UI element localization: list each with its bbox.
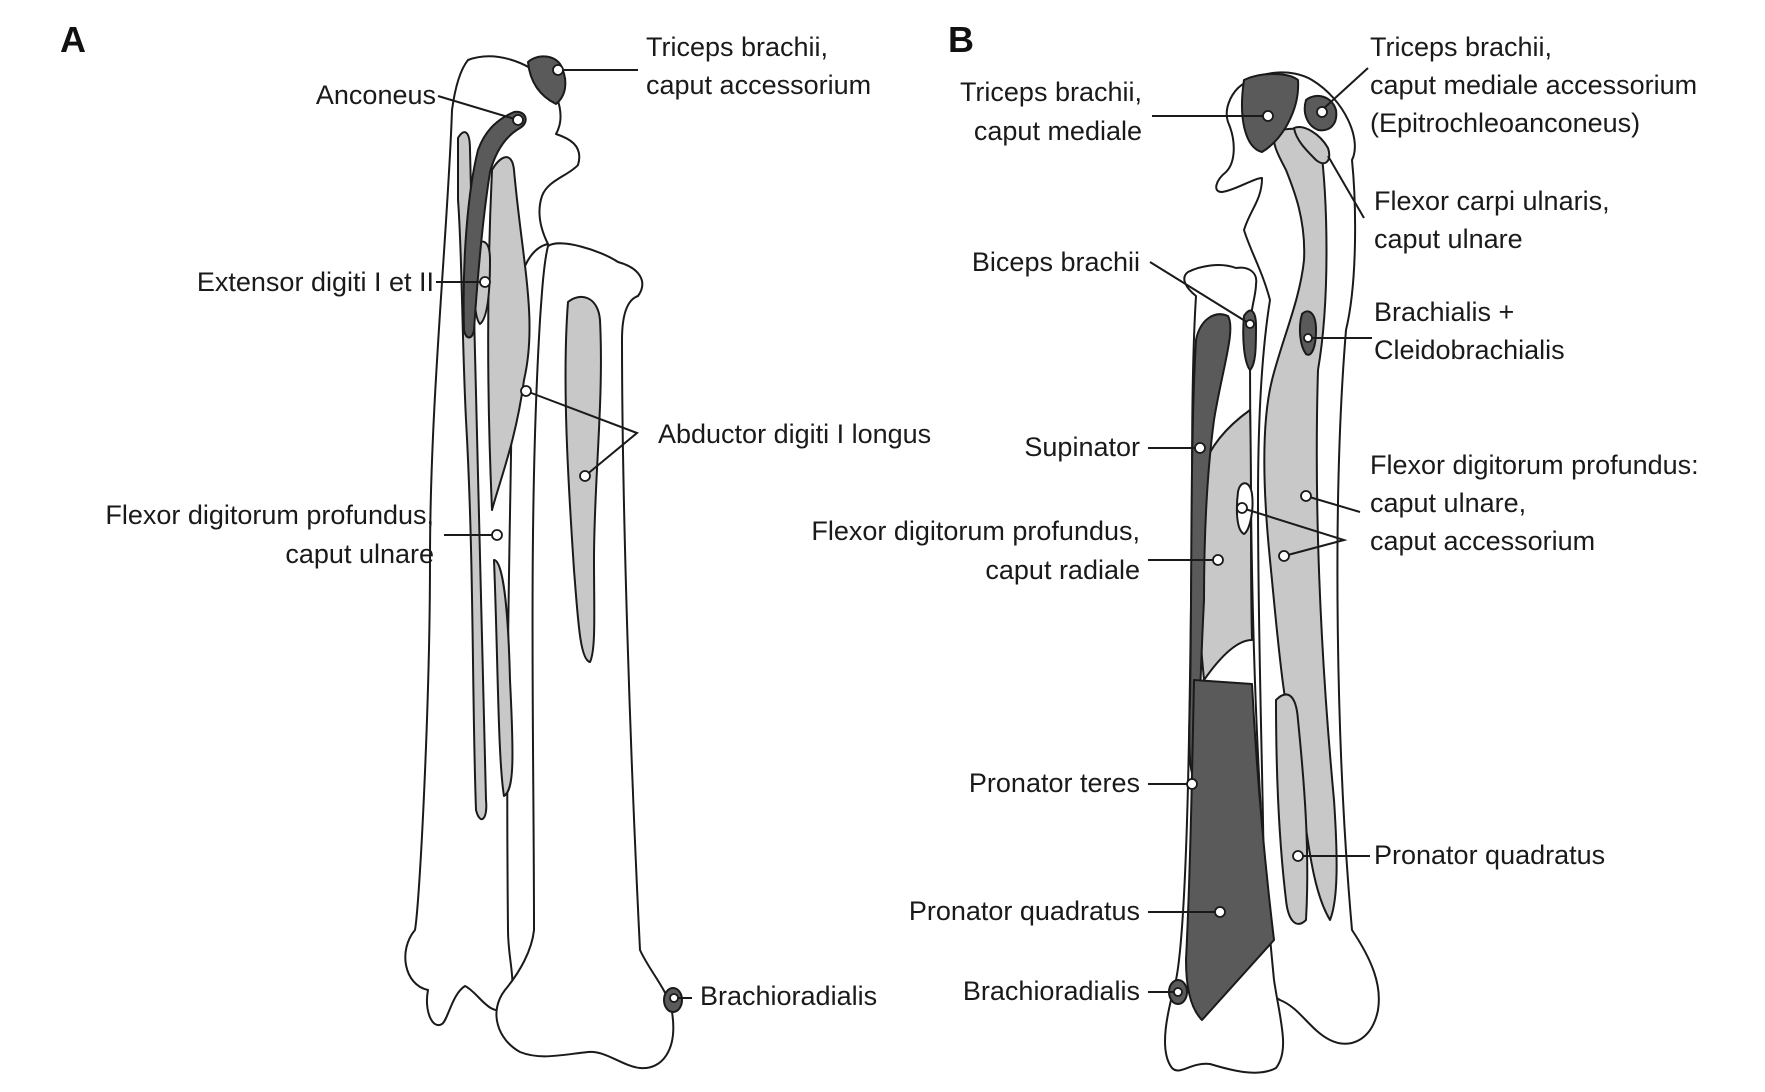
panel-a-label-fdp-1: Flexor digitorum profundus,: [105, 500, 434, 530]
panel-b-fdp-prof-dot-1: [1236, 502, 1248, 514]
panel-a-fdp-dot: [491, 529, 503, 541]
panel-b-label-fdp-prof-1: Flexor digitorum profundus:: [1370, 450, 1699, 480]
panel-b: B: [811, 19, 1699, 1074]
panel-a-abductor-dot-2: [579, 470, 591, 482]
panel-b-label-triceps-acc-3: (Epitrochleoanconeus): [1370, 108, 1640, 138]
panel-b-pronator-quad-radius-area: [1185, 679, 1275, 1021]
panel-b-triceps-med-dot: [1262, 110, 1274, 122]
panel-a-abductor-dot-1: [520, 385, 532, 397]
panel-b-label-biceps: Biceps brachii: [972, 247, 1140, 277]
panel-a-anconeus-leader: [437, 95, 519, 121]
panel-a-label-anconeus: Anconeus: [316, 80, 436, 110]
panel-b-label-fdp-prof-2: caput ulnare,: [1370, 488, 1526, 518]
panel-a-abductor-ulna-area: [487, 156, 531, 511]
panel-b-label-pronator-teres: Pronator teres: [969, 768, 1140, 798]
panel-b-pronator-quad-r-dot: [1292, 850, 1304, 862]
panel-a-letter: A: [60, 19, 86, 60]
panel-b-fdp-prof-dot-2: [1300, 490, 1312, 502]
panel-b-fdp-ulnar-area: [1263, 127, 1338, 921]
panel-b-triceps-acc-leader: [1321, 67, 1369, 111]
panel-a-abductor-leader: [525, 390, 639, 477]
panel-b-label-pronator-quad-r: Pronator quadratus: [1374, 840, 1605, 870]
panel-b-fcu-leader: [1327, 155, 1365, 219]
panel-b-letter: B: [948, 19, 974, 60]
panel-b-biceps-leader: [1149, 261, 1251, 325]
panel-b-label-fdp-radial-1: Flexor digitorum profundus,: [811, 516, 1140, 546]
panel-a: A Triceps brachii, caput accessoriu: [60, 19, 931, 1070]
panel-b-fdp-prof-leader: [1241, 507, 1348, 557]
panel-b-label-supinator: Supinator: [1024, 432, 1140, 462]
panel-b-label-pronator-quad-l: Pronator quadratus: [909, 896, 1140, 926]
panel-a-fdp-ulnar-strip: [493, 559, 514, 797]
panel-b-pronator-quad-ulna-area: [1275, 693, 1309, 925]
panel-b-brachialis-area: [1298, 310, 1317, 356]
panel-b-label-fdp-prof-3: caput accessorium: [1370, 526, 1595, 556]
panel-a-label-fdp-2: caput ulnare: [285, 539, 434, 569]
panel-a-label-brachioradialis: Brachioradialis: [700, 981, 877, 1011]
panel-b-brachioradialis-dot: [1173, 987, 1183, 997]
panel-b-pronator-teres-dot: [1186, 778, 1198, 790]
panel-a-anconeus-dot: [512, 114, 524, 126]
panel-b-biceps-dot: [1245, 319, 1255, 329]
panel-b-label-triceps-acc-1: Triceps brachii,: [1370, 32, 1552, 62]
panel-b-epitrochleo-area: [1293, 126, 1331, 165]
panel-a-brachioradialis-dot: [669, 993, 679, 1003]
panel-b-label-brachioradialis: Brachioradialis: [963, 976, 1140, 1006]
panel-a-anconeus-area: [462, 110, 527, 339]
panel-b-label-fcu-1: Flexor carpi ulnaris,: [1374, 186, 1610, 216]
panel-a-triceps-dot: [552, 64, 564, 76]
panel-b-label-triceps-acc-2: caput mediale accessorium: [1370, 70, 1697, 100]
panel-b-fdp-radial-dot: [1212, 554, 1224, 566]
panel-b-label-brachialis-1: Brachialis +: [1374, 297, 1514, 327]
panel-b-pronator-quad-l-dot: [1214, 906, 1226, 918]
panel-b-label-triceps-med-2: caput mediale: [974, 116, 1142, 146]
panel-b-label-triceps-med-1: Triceps brachii,: [960, 77, 1142, 107]
panel-b-fdp-prof-dot-3: [1278, 550, 1290, 562]
panel-a-label-extensor: Extensor digiti I et II: [197, 267, 434, 297]
panel-b-triceps-acc-dot: [1316, 106, 1328, 118]
panel-b-supinator-dot: [1194, 442, 1206, 454]
panel-b-label-fdp-radial-2: caput radiale: [985, 555, 1140, 585]
panel-a-label-abductor: Abductor digiti I longus: [658, 419, 931, 449]
panel-a-label-triceps-1: Triceps brachii,: [646, 32, 828, 62]
panel-b-supinator-area: [1188, 313, 1232, 781]
panel-b-label-fcu-2: caput ulnare: [1374, 224, 1523, 254]
panel-b-label-brachialis-2: Cleidobrachialis: [1374, 335, 1565, 365]
panel-a-extensor-dot: [479, 276, 491, 288]
panel-b-brachialis-dot: [1303, 333, 1313, 343]
panel-b-fdp-prof-leader-2: [1305, 495, 1361, 513]
panel-a-label-triceps-2: caput accessorium: [646, 70, 871, 100]
